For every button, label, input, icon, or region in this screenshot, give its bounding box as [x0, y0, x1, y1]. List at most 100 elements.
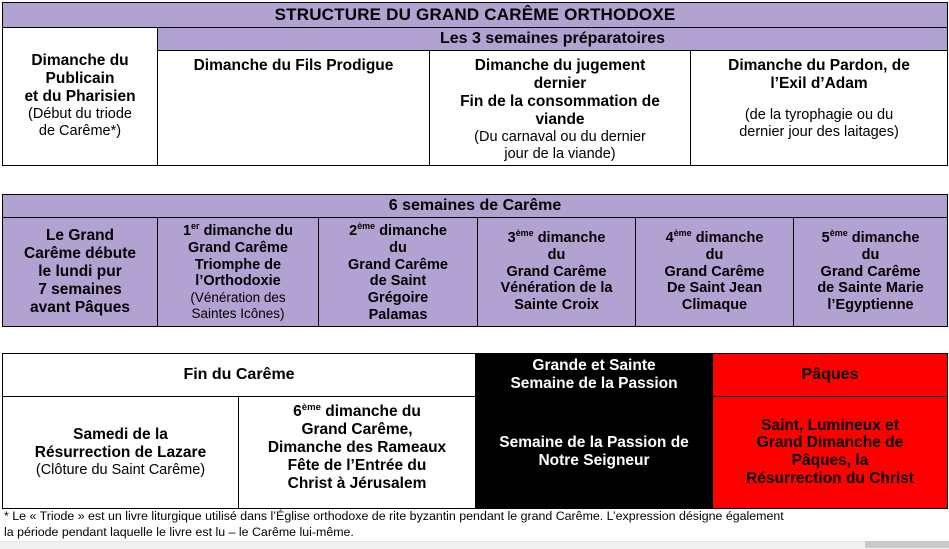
lent-sunday-1-ordinal: 1	[182, 223, 192, 239]
lent-sunday-4-line-1: du	[705, 246, 724, 263]
cell-lent-sunday-5: 5ème dimanche du Grand Carême de Sainte …	[792, 217, 949, 327]
forgiveness-spacer	[695, 93, 943, 107]
judgement-line-1: Dimanche du jugement	[474, 57, 646, 74]
lent-sunday-3-ordinal: 3	[507, 229, 516, 246]
footnote: * Le « Triode » est un livre liturgique …	[4, 508, 942, 541]
band-end-of-lent: Fin du Carême	[1, 353, 477, 397]
cell-forgiveness-sunday: Dimanche du Pardon, de l’Exil d’Adam (de…	[689, 50, 949, 166]
lent-sunday-4-ordinal-sup: ème	[673, 228, 692, 239]
palm-sunday-ordinal-sup: ème	[301, 401, 321, 413]
band-easter: Pâques	[712, 353, 949, 397]
lent-sunday-5-head-rest: dimanche	[847, 229, 920, 246]
lent-sunday-5-line-3: de Sainte Marie	[817, 280, 924, 297]
lazarus-line-1: Samedi de la	[73, 426, 168, 444]
holy-week-line-1: Grande et Sainte	[532, 357, 656, 374]
cell-easter-sunday: Saint, Lumineux et Grand Dimanche de Pâq…	[712, 395, 949, 509]
cell-lent-sunday-1: 1er dimanche du Grand Carême Triomphe de…	[157, 217, 319, 327]
cell-lazarus-saturday: Samedi de la Résurrection de Lazare (Clô…	[2, 395, 239, 509]
lent-sunday-5-ordinal: 5	[821, 229, 830, 246]
lent-sunday-2-line-1: du	[389, 239, 407, 256]
palm-sunday-head: 6ème dimanche du	[243, 401, 471, 421]
publican-note-1: (Début du triode	[28, 106, 132, 123]
judgement-line-3: Fin de la consommation de	[460, 92, 660, 110]
forgiveness-note-2: dernier jour des laitages)	[739, 123, 899, 140]
lent-sunday-4-ordinal: 4	[665, 229, 674, 246]
lent-sunday-2-head: 2ème dimanche	[323, 221, 473, 240]
easter-line-1: Saint, Lumineux et	[761, 416, 899, 434]
lazarus-line-2: Résurrection de Lazare	[34, 444, 207, 462]
lent-start-line-2: Carême débute	[24, 244, 136, 262]
passion-week-line-1: Semaine de la Passion de	[499, 434, 689, 452]
lent-sunday-5-line-2: Grand Carême	[820, 263, 921, 280]
lent-sunday-5-ordinal-sup: ème	[829, 228, 848, 239]
lent-sunday-2-line-3: de Saint	[369, 273, 427, 290]
footnote-line-2: la période pendant laquelle le livre est…	[4, 525, 354, 540]
cell-lent-sunday-3: 3ème dimanche du Grand Carême Vénération…	[477, 217, 636, 327]
lent-sunday-5-line-1: du	[861, 246, 880, 263]
lent-sunday-5-line-4: l’Egyptienne	[827, 297, 914, 314]
lent-sunday-1-ordinal-sup: er	[191, 221, 200, 232]
lent-start-line-4: 7 semaines	[38, 280, 122, 298]
lent-weeks-table: 6 semaines de Carême Le Grand Carême déb…	[1, 194, 949, 327]
publican-line-1: Dimanche du	[31, 52, 129, 70]
cell-lent-sunday-2: 2ème dimanche du Grand Carême de Saint G…	[318, 217, 478, 327]
lent-sunday-2-ordinal-sup: ème	[357, 221, 376, 232]
publican-note-2: de Carême*)	[38, 123, 122, 140]
easter-line-4: Résurrection du Christ	[746, 470, 914, 488]
horizontal-scrollbar-track[interactable]	[0, 541, 949, 549]
horizontal-scrollbar-thumb[interactable]	[865, 541, 949, 548]
lent-sunday-3-head: 3ème dimanche	[482, 228, 631, 247]
preparatory-table: STRUCTURE DU GRAND CARÊME ORTHODOXE Dima…	[1, 2, 949, 166]
lent-sunday-1-head-rest: dimanche du	[199, 223, 294, 239]
page-title: STRUCTURE DU GRAND CARÊME ORTHODOXE	[1, 2, 949, 28]
cell-last-judgement: Dimanche du jugement dernier Fin de la c…	[429, 50, 691, 166]
lent-sunday-2-line-4: Grégoire	[367, 290, 429, 307]
lent-sunday-2-head-rest: dimanche	[375, 223, 447, 239]
lazarus-note: (Clôture du Saint Carême)	[35, 462, 206, 478]
lent-sunday-2-line-2: Grand Carême	[348, 256, 448, 273]
lent-sunday-1-head: 1er dimanche du	[162, 221, 314, 240]
cell-lent-start: Le Grand Carême débute le lundi pur 7 se…	[2, 217, 158, 327]
palm-sunday-line-2: Dimanche des Rameaux	[267, 438, 447, 456]
lent-sunday-3-line-2: Grand Carême	[506, 263, 607, 280]
lent-sunday-4-line-3: De Saint Jean	[666, 280, 763, 297]
holy-week-line-2: Semaine de la Passion	[510, 374, 678, 392]
cell-publican-pharisee: Dimanche du Publicain et du Pharisien (D…	[2, 27, 158, 166]
lent-start-line-5: avant Pâques	[30, 298, 130, 316]
lent-sundays-row: Le Grand Carême débute le lundi pur 7 se…	[2, 217, 949, 327]
palm-sunday-head-rest: dimanche du	[320, 402, 421, 420]
lent-sunday-4-line-2: Grand Carême	[664, 263, 765, 280]
lent-sunday-3-ordinal-sup: ème	[515, 228, 534, 239]
judgement-note-2: jour de la viande)	[504, 145, 616, 162]
preparatory-weeks-band: Les 3 semaines préparatoires	[156, 27, 949, 51]
cell-prodigal-son: Dimanche du Fils Prodigue	[157, 50, 430, 166]
forgiveness-line-2: l’Exil d’Adam	[770, 74, 868, 92]
lent-sunday-2-line-5: Palamas	[368, 307, 428, 324]
lent-sunday-5-head: 5ème dimanche	[798, 228, 943, 247]
palm-sunday-line-1: Grand Carême,	[301, 420, 413, 438]
prodigal-line-1: Dimanche du Fils Prodigue	[193, 57, 394, 74]
lent-sunday-1-line-1: Grand Carême	[188, 239, 288, 256]
cell-passion-week: Semaine de la Passion de Notre Seigneur	[475, 395, 714, 509]
easter-line-2: Grand Dimanche de	[756, 434, 904, 452]
cell-lent-sunday-4: 4ème dimanche du Grand Carême De Saint J…	[635, 217, 794, 327]
publican-line-2: Publicain	[45, 70, 115, 88]
document-title-row: STRUCTURE DU GRAND CARÊME ORTHODOXE	[1, 2, 949, 28]
lent-sunday-1-note-1: (Vénération des	[190, 290, 286, 306]
end-of-lent-table: Fin du Carême Grande et Sainte Semaine d…	[1, 353, 949, 509]
publican-line-3: et du Pharisien	[24, 88, 136, 106]
passion-week-line-2: Notre Seigneur	[538, 452, 650, 470]
forgiveness-line-1: Dimanche du Pardon, de	[728, 57, 910, 74]
lent-start-line-3: le lundi pur	[38, 262, 122, 280]
lent-sunday-1-line-3: l’Orthodoxie	[195, 273, 281, 290]
lent-band-row: 6 semaines de Carême	[1, 194, 949, 218]
lent-sunday-1-note-2: Saintes Icônes)	[191, 305, 285, 321]
lent-sunday-3-line-4: Sainte Croix	[514, 297, 599, 314]
judgement-line-2: dernier	[533, 74, 587, 92]
lent-sunday-2-ordinal: 2	[349, 223, 358, 239]
lent-sunday-4-head-rest: dimanche	[691, 229, 764, 246]
lent-start-line-1: Le Grand	[45, 227, 115, 245]
footnote-line-1: * Le « Triode » est un livre liturgique …	[4, 509, 784, 523]
preparatory-weeks-row: Dimanche du Fils Prodigue Dimanche du ju…	[3, 50, 949, 166]
